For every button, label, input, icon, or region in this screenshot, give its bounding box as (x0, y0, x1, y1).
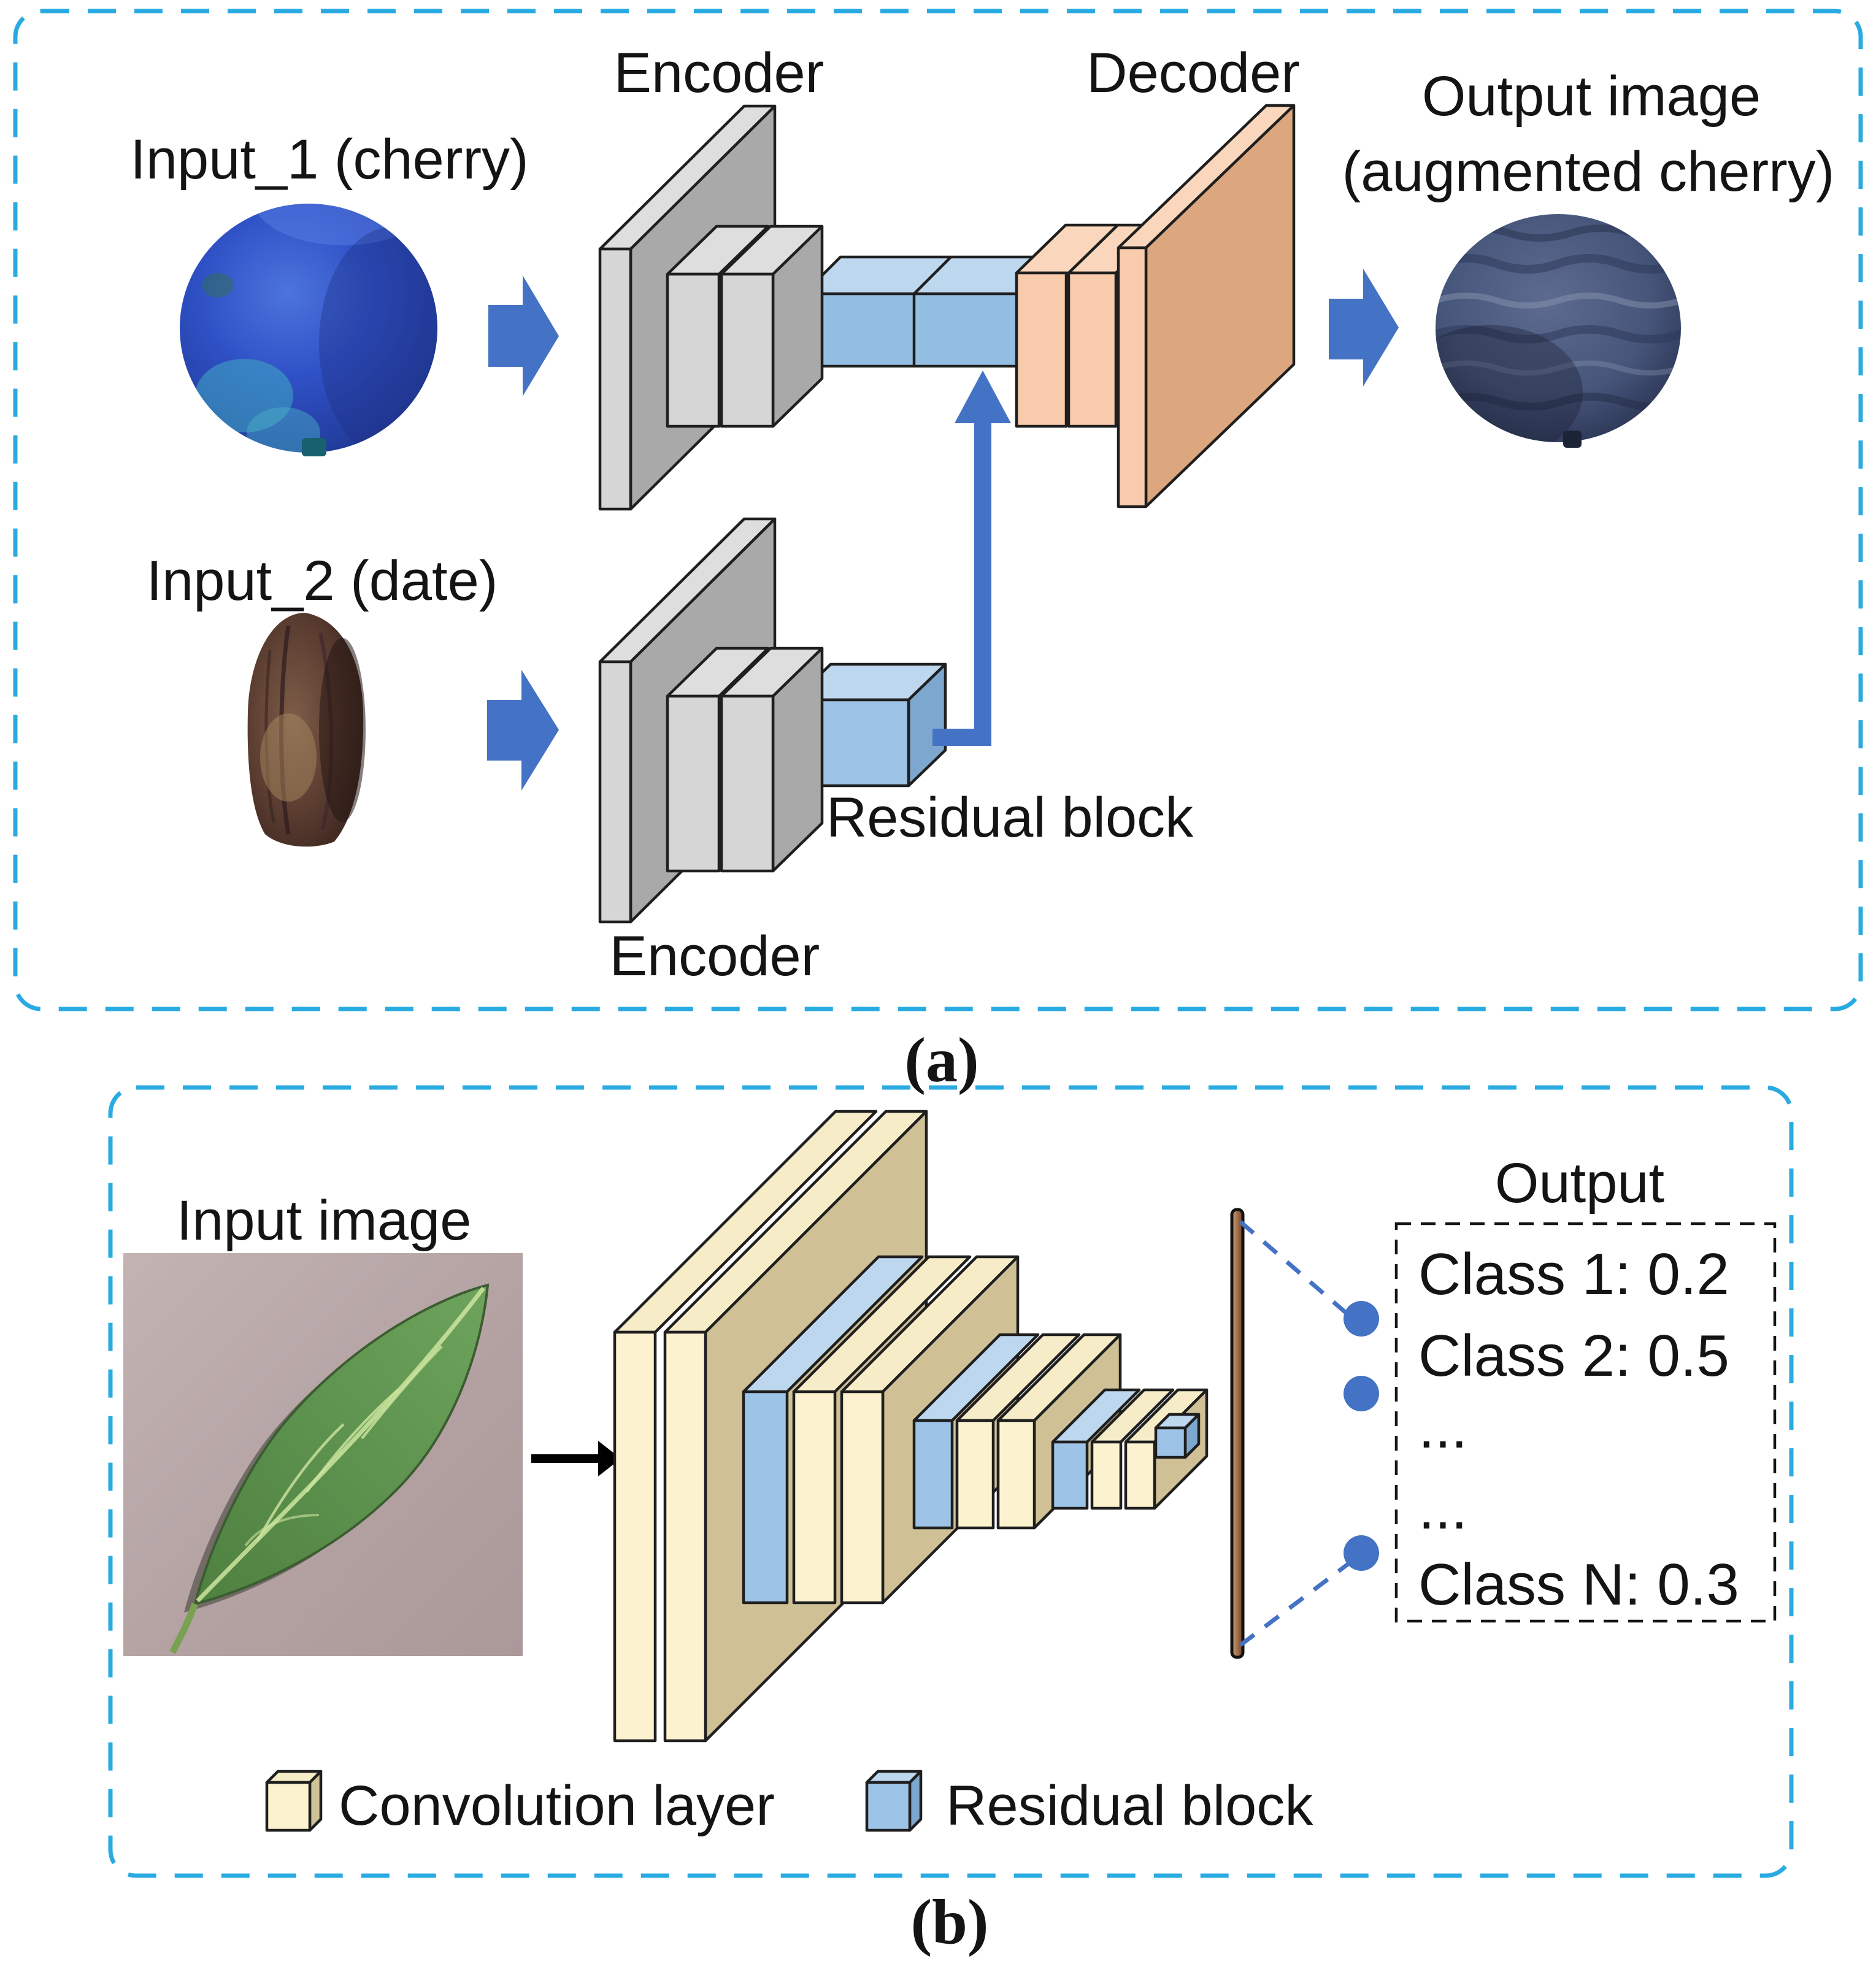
panel-a: Encoder Decoder Input_1 (cherry) Output … (13, 9, 1863, 1011)
class-line: ... (1418, 1476, 1467, 1541)
panel-a-border (13, 9, 1863, 1011)
conv-stage-5-cube (1154, 1413, 1201, 1459)
input2-flow-arrow-icon (487, 670, 559, 791)
legend-residual-swatch-icon (865, 1770, 923, 1832)
class-line: Class 2: 0.5 (1418, 1323, 1729, 1389)
latent-residual-bridge (802, 255, 1075, 368)
encoder-bottom-slabs (666, 646, 824, 873)
input1-cherry-image (180, 204, 437, 456)
encoder-top-label: Encoder (614, 42, 825, 104)
input2-label: Input_2 (date) (147, 550, 498, 612)
legend-conv-label: Convolution layer (339, 1774, 775, 1837)
output-class-box (1394, 1222, 1777, 1623)
panel-b: Input image (108, 1085, 1794, 1878)
output-flow-arrow-icon (1329, 269, 1399, 386)
output-node-dot-2 (1344, 1376, 1379, 1411)
fc-to-output-dashed-line-top (1239, 1220, 1349, 1316)
panel-b-caption: (b) (910, 1887, 988, 1957)
decoder-label: Decoder (1086, 42, 1300, 104)
class-line: Class 1: 0.2 (1418, 1241, 1729, 1307)
output-label: Output (1495, 1152, 1664, 1214)
input-leaf-image (123, 1253, 523, 1656)
decoder-block (1015, 104, 1296, 508)
class-line: Class N: 0.3 (1418, 1552, 1739, 1617)
legend: Convolution layer Residual block (265, 1770, 1313, 1837)
classifier-input-arrow-icon (531, 1441, 621, 1476)
fc-to-output-dashed-line-bottom (1239, 1561, 1351, 1647)
encoder-bottom-label: Encoder (610, 925, 820, 988)
legend-conv-swatch-icon (265, 1770, 323, 1832)
output-node-dot-1 (1344, 1301, 1379, 1337)
legend-residual-label: Residual block (946, 1774, 1313, 1837)
residual-block-label: Residual block (826, 786, 1194, 849)
input2-date-image (247, 613, 366, 847)
class-line: ... (1418, 1395, 1467, 1460)
residual-skip-arrow-icon (932, 370, 1011, 746)
output-cherry-stem (1563, 431, 1582, 448)
panel-a-caption: (a) (904, 1025, 978, 1095)
output-image-label-line1: Output image (1422, 65, 1761, 128)
panel-b-border (108, 1085, 1794, 1878)
fc-layer-bar (1230, 1208, 1245, 1659)
encoder-top-slabs (666, 224, 824, 428)
output-cherry-image (1436, 214, 1681, 448)
output-node-dot-3 (1344, 1535, 1379, 1571)
cherry-stem (302, 438, 326, 456)
input-image-label: Input image (177, 1189, 472, 1252)
input1-flow-arrow-icon (488, 275, 559, 396)
output-image-label-line2: (augmented cherry) (1342, 140, 1835, 203)
input1-label: Input_1 (cherry) (130, 128, 528, 191)
